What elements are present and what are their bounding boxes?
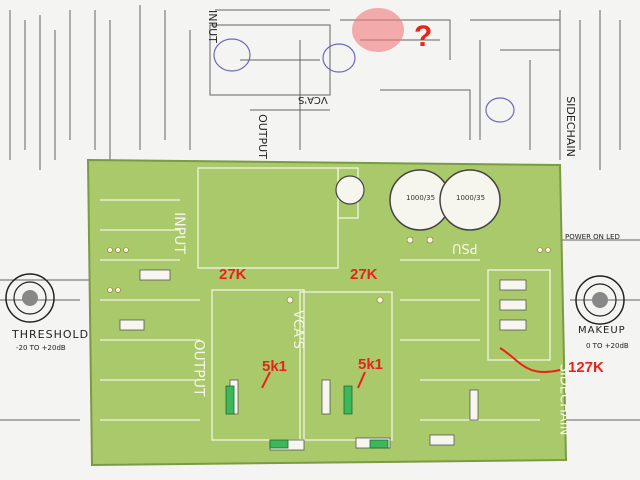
makeup-pot-icon: [575, 275, 625, 325]
solder-pads: [107, 236, 551, 304]
pcb-psu-label: PSU: [452, 240, 478, 255]
annotation-127k-arrow: [499, 347, 561, 373]
threshold-range-label: -20 TO +20dB: [16, 344, 66, 352]
schematic-input-label: INPUT: [205, 10, 219, 43]
pcb-silkscreen: [100, 167, 551, 441]
makeup-range-label: 0 TO +20dB: [586, 342, 629, 350]
highlight-blob: [352, 8, 404, 52]
threshold-pot-icon: [5, 273, 55, 323]
threshold-label: THRESHOLD: [12, 328, 90, 341]
makeup-label: MAKEUP: [578, 325, 626, 336]
annotation-5k1-right: 5k1: [358, 356, 384, 373]
electrolytic-capacitors: [335, 169, 501, 231]
question-mark-annotation: ?: [414, 20, 433, 53]
annotation-127k: 127K: [568, 359, 604, 376]
pcb-output-label: OUTPUT: [190, 339, 207, 397]
schematic-sidechain-label: SIDECHAIN: [563, 96, 577, 157]
pcb-input-label: INPUT: [170, 212, 187, 254]
cap-value-left: 1000/35: [406, 194, 436, 202]
pcb-board: [86, 158, 568, 467]
pcb-vcas-label: VCA'S: [289, 310, 305, 349]
terminal-blocks: [225, 385, 389, 449]
power-on-led-label: POWER ON LED: [565, 233, 620, 241]
annotation-5k1-left-arrow: [261, 371, 271, 389]
cap-value-right: 1000/35: [456, 194, 486, 202]
annotation-5k1-right-arrow: [357, 371, 366, 389]
schematic-output-label: OUTPUT: [255, 114, 269, 159]
annotation-5k1-left: 5k1: [262, 358, 288, 375]
annotation-27k-right: 27K: [350, 266, 378, 283]
schematic-vcas-label: VCA'S: [298, 94, 328, 105]
annotation-27k-left: 27K: [219, 266, 247, 283]
pencil-circles: [213, 38, 515, 123]
